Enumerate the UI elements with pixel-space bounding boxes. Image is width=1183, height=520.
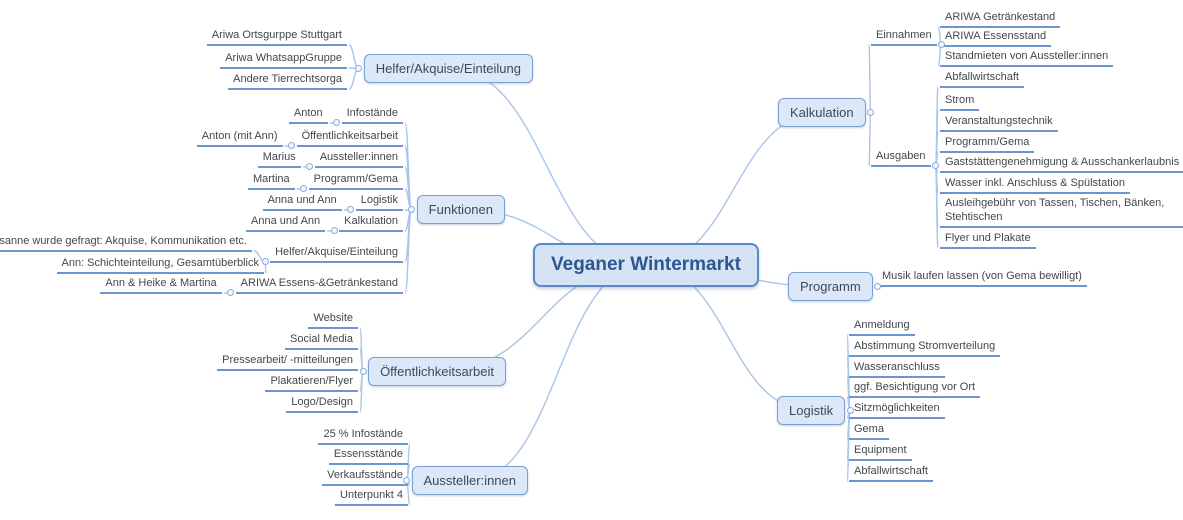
subtopic-logistik[interactable]: Logistik [355,193,403,211]
collapse-toggle-icon[interactable] [408,205,416,213]
collapse-toggle-icon[interactable] [288,142,296,149]
item-ggf-besichtigung-vor-ort[interactable]: ggf. Besichtigung vor Ort [849,380,981,398]
collapse-toggle-icon[interactable] [333,119,341,126]
main-topic-logistik[interactable]: Logistik [777,396,846,425]
subtopic-programm-gema[interactable]: Programm/Gema [308,172,403,190]
subtopic-ariwa-essens-getraenkestand[interactable]: ARIWA Essens-&Getränkestand [235,276,403,294]
assignment-row-kalkulation: Anna und Ann Kalkulation [246,214,403,232]
item-wasser-anschluss-spuelstation[interactable]: Wasser inkl. Anschluss & Spülstation [940,176,1130,194]
subtopic-website[interactable]: Website [308,311,358,329]
assignment-row-programm-gema: Martina Programm/Gema [247,172,403,190]
subtopic-essensstaende[interactable]: Essensstände [328,447,408,465]
item-ariwa-getraenkestand[interactable]: ARIWA Getränkestand [940,10,1061,28]
subtopic-ariwa-whatsappgruppe[interactable]: Ariwa WhatsappGruppe [220,51,347,69]
item-gema[interactable]: Gema [849,422,889,440]
main-topic-kalkulation[interactable]: Kalkulation [778,98,866,127]
collapse-toggle-icon[interactable] [932,162,940,169]
person-marius[interactable]: Marius [257,150,301,168]
collapse-toggle-icon[interactable] [306,163,314,170]
item-equipment[interactable]: Equipment [849,443,912,461]
collapse-toggle-icon[interactable] [330,227,338,234]
main-topic-oeffentlichkeitsarbeit[interactable]: Öffentlichkeitsarbeit [368,357,506,386]
person-anton[interactable]: Anton [288,106,328,124]
collapse-toggle-icon[interactable] [874,282,882,290]
item-standmieten-ausstellerinnen[interactable]: Standmieten von Aussteller:innen [940,49,1114,67]
subtopic-pressearbeit-mitteilungen[interactable]: Pressearbeit/ -mitteilungen [217,353,358,371]
subtopic-25-prozent-infostaende[interactable]: 25 % Infostände [318,427,408,445]
subtopic-ariwa-ortsgurppe-stuttgart[interactable]: Ariwa Ortsgurppe Stuttgart [206,28,347,46]
collapse-toggle-icon[interactable] [403,476,410,484]
item-ariwa-essensstand[interactable]: ARIWA Essensstand [940,29,1052,47]
item-strom[interactable]: Strom [940,93,980,111]
subtopic-social-media[interactable]: Social Media [285,332,358,350]
note-susanne-akquise-kommunikation[interactable]: Susanne wurde gefragt: Akquise, Kommunik… [0,234,252,252]
collapse-toggle-icon[interactable] [359,367,367,375]
person-anna-und-ann[interactable]: Anna und Ann [262,193,342,211]
subtopic-kalkulation[interactable]: Kalkulation [339,214,403,232]
subtopic-logo-design[interactable]: Logo/Design [286,395,358,413]
main-topic-programm[interactable]: Programm [788,272,873,301]
assignment-row-ariwa-stand: Ann & Heike & Martina ARIWA Essens-&Getr… [100,276,403,294]
item-flyer-und-plakate[interactable]: Flyer und Plakate [940,231,1036,249]
collapse-toggle-icon[interactable] [938,41,946,48]
main-topic-helfer-akquise-einteilung[interactable]: Helfer/Akquise/Einteilung [363,54,533,83]
collapse-toggle-icon[interactable] [846,406,854,414]
note-ann-schichteinteilung[interactable]: Ann: Schichteinteilung, Gesamtüberblick [56,256,264,274]
collapse-toggle-icon[interactable] [867,108,875,116]
item-wasseranschluss[interactable]: Wasseranschluss [849,360,945,378]
collapse-toggle-icon[interactable] [261,258,269,265]
collapse-toggle-icon[interactable] [347,206,355,213]
subtopic-verkaufsstaende[interactable]: Verkaufsstände [322,468,408,486]
item-veranstaltungstechnik[interactable]: Veranstaltungstechnik [940,114,1058,132]
assignment-row-infostaende: Anton Infostände [288,106,403,124]
collapse-toggle-icon[interactable] [355,64,363,72]
subtopic-helfer-akquise-einteilung[interactable]: Helfer/Akquise/Einteilung [270,245,403,263]
subtopic-einnahmen[interactable]: Einnahmen [871,28,937,46]
item-abstimmung-stromverteilung[interactable]: Abstimmung Stromverteilung [849,339,1001,357]
person-anna-und-ann-2[interactable]: Anna und Ann [246,214,326,232]
person-anton-mit-ann[interactable]: Anton (mit Ann) [196,129,283,147]
item-abfallwirtschaft-logistik[interactable]: Abfallwirtschaft [849,464,933,482]
assignment-row-ausstellerinnen: Marius Aussteller:innen [257,150,403,168]
subtopic-unterpunkt-4[interactable]: Unterpunkt 4 [335,488,408,506]
item-abfallwirtschaft[interactable]: Abfallwirtschaft [940,70,1024,88]
item-sitzmoeglichkeiten[interactable]: Sitzmöglichkeiten [849,401,945,419]
subtopic-oeffentlichkeitsarbeit[interactable]: Öffentlichkeitsarbeit [296,129,403,147]
person-martina[interactable]: Martina [247,172,295,190]
subtopic-infostaende[interactable]: Infostände [341,106,403,124]
main-topic-funktionen[interactable]: Funktionen [416,195,505,224]
collapse-toggle-icon[interactable] [300,185,308,192]
item-ausleihgebuehr[interactable]: Ausleihgebühr von Tassen, Tischen, Bänke… [940,196,1183,228]
central-topic[interactable]: Veganer Wintermarkt [533,243,759,287]
subtopic-ausgaben[interactable]: Ausgaben [871,149,931,167]
item-anmeldung[interactable]: Anmeldung [849,318,915,336]
item-gaststaettengenehmigung[interactable]: Gaststättengenehmigung & Ausschankerlaub… [940,155,1183,173]
main-topic-ausstellerinnen[interactable]: Aussteller:innen [411,466,528,495]
assignment-row-logistik: Anna und Ann Logistik [262,193,403,211]
item-programm-gema[interactable]: Programm/Gema [940,135,1035,153]
subtopic-andere-tierrechtsorga[interactable]: Andere Tierrechtsorga [228,72,347,90]
item-musik-laufen-lassen[interactable]: Musik laufen lassen (von Gema bewilligt) [877,269,1087,287]
subtopic-ausstellerinnen[interactable]: Aussteller:innen [314,150,403,168]
subtopic-plakatieren-flyer[interactable]: Plakatieren/Flyer [265,374,358,392]
collapse-toggle-icon[interactable] [227,289,235,296]
assignment-row-oeffentlichkeitsarbeit: Anton (mit Ann) Öffentlichkeitsarbeit [196,129,403,147]
person-ann-heike-martina[interactable]: Ann & Heike & Martina [100,276,222,294]
